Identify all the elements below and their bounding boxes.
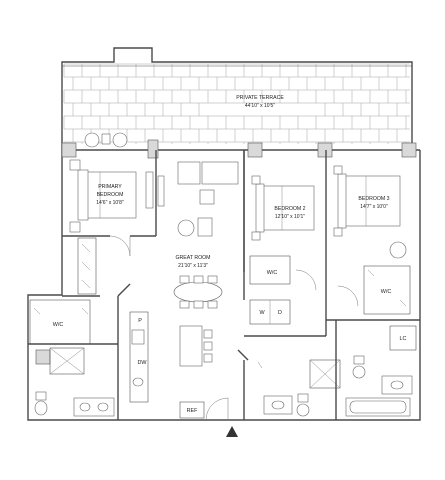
primary-wic: W/C xyxy=(29,299,91,345)
bedroom3-name: BEDROOM 3 xyxy=(358,196,389,202)
primary-bedroom xyxy=(62,132,157,257)
bedroom2-dims: 12'10" x 10'1" xyxy=(275,214,305,220)
refrigerator-label: REF xyxy=(187,408,198,414)
wic-bedroom2-label: W/C xyxy=(267,270,278,276)
dryer-label: D xyxy=(278,310,282,316)
dishwasher-label: DW xyxy=(138,360,148,366)
wic-bedroom3-label: W/C xyxy=(381,289,392,295)
bedroom-2: W/C W D xyxy=(243,150,327,337)
primary-closet xyxy=(62,237,100,297)
washer-label: W xyxy=(259,310,265,316)
terrace-dims: 44'10" x 10'5" xyxy=(245,103,275,109)
great-room-name: GREAT ROOM xyxy=(176,255,211,261)
terrace-name: PRIVATE TERRACE xyxy=(236,95,284,101)
pantry-label: P xyxy=(138,318,142,324)
primary-bedroom-name-2: BEDROOM xyxy=(97,192,124,198)
bath-3: LC xyxy=(335,320,417,420)
primary-bedroom-dims: 14'6" x 10'8" xyxy=(96,200,124,206)
great-room: P DW REF xyxy=(117,150,249,421)
terrace-tiles xyxy=(62,63,412,144)
great-room-dims: 21'10" x 11'3" xyxy=(178,263,208,269)
bedroom2-name: BEDROOM 2 xyxy=(274,206,305,212)
wic-primary-label: W/C xyxy=(53,322,64,328)
linen-closet-label: LC xyxy=(400,336,407,342)
bedroom-3: W/C xyxy=(326,165,420,321)
bedroom3-dims: 14'7" x 10'0" xyxy=(360,204,388,210)
primary-ensuite xyxy=(28,296,119,420)
primary-bedroom-name-1: PRIMARY xyxy=(98,184,122,190)
bath-2 xyxy=(243,359,341,420)
columns xyxy=(35,139,417,365)
terrace xyxy=(61,47,413,150)
entry-arrow-icon xyxy=(226,426,238,437)
room-labels: PRIVATE TERRACE 44'10" x 10'5" PRIMARY B… xyxy=(96,95,389,269)
